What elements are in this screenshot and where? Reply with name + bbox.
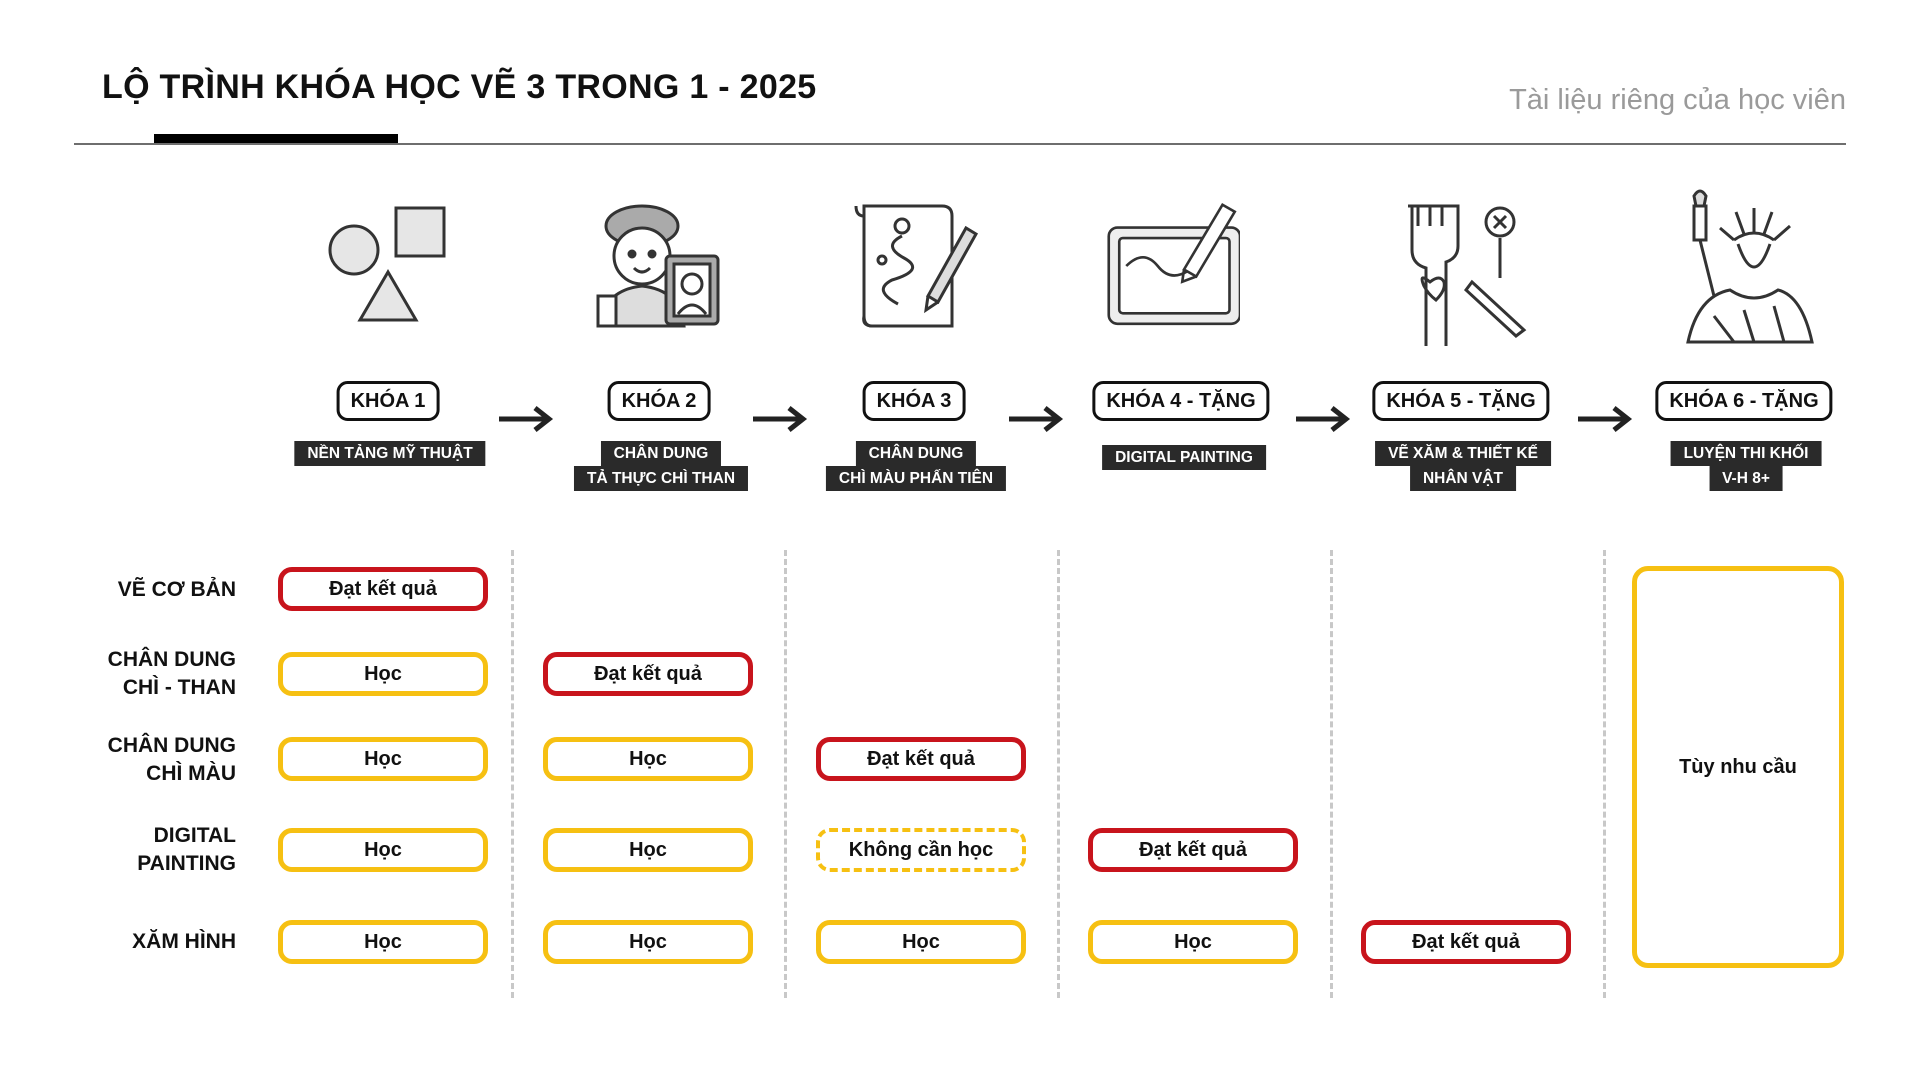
status-pill-learn: Học [543,920,753,964]
custom-needs-box: Tùy nhu cầu [1632,566,1844,968]
row-label-line: CHÌ - THAN [122,676,236,699]
arrow-right-icon [1578,406,1633,432]
course-6-name: KHÓA 6 - TẶNG [1655,381,1833,421]
course-2-name: KHÓA 2 [607,381,711,421]
portrait-artist-icon [590,186,730,346]
status-pill-learn: Học [278,737,488,781]
column-divider [511,550,514,998]
course-1-desc: NỀN TẢNG MỸ THUẬT [294,441,486,466]
status-pill-result: Đạt kết quả [1361,920,1571,964]
course-desc-line: CHÂN DUNG [600,441,722,466]
row-label-line: VẼ CƠ BẢN [117,578,236,601]
status-pill-result: Đạt kết quả [816,737,1026,781]
status-pill-result: Đạt kết quả [278,567,488,611]
title-underline-accent [154,134,398,145]
course-3-desc: CHÂN DUNG CHÌ MÀU PHẤN TIÊN [825,441,1007,491]
row-label-color-pencil-portrait: CHÂN DUNG CHÌ MÀU [108,732,236,788]
arrow-right-icon [1009,406,1064,432]
row-label-charcoal-portrait: CHÂN DUNG CHÌ - THAN [108,646,236,702]
course-4-name: KHÓA 4 - TẶNG [1092,381,1270,421]
column-divider [1603,550,1606,998]
status-pill-learn: Học [278,920,488,964]
course-6-desc: LUYỆN THI KHỐI V-H 8+ [1670,441,1822,491]
row-label-line: PAINTING [137,852,236,875]
course-desc-line: V-H 8+ [1709,466,1783,491]
course-desc-line: VẼ XĂM & THIẾT KẾ [1375,441,1551,466]
drawing-tablet-icon [1100,186,1242,346]
page-title: LỘ TRÌNH KHÓA HỌC VẼ 3 TRONG 1 - 2025 [102,68,817,106]
status-pill-result: Đạt kết quả [543,652,753,696]
shapes-icon [318,186,458,346]
course-desc-line: NHÂN VẬT [1409,466,1517,491]
status-pill-skip: Không cần học [816,828,1026,872]
course-desc-line: LUYỆN THI KHỐI [1670,441,1822,466]
page-subtitle: Tài liệu riêng của học viên [1509,84,1846,116]
tattoo-arm-icon [1388,186,1528,346]
row-label-line: CHÂN DUNG [107,648,236,671]
row-label-basic: VẼ CƠ BẢN [118,576,236,604]
status-pill-learn: Học [1088,920,1298,964]
course-desc-line: DIGITAL PAINTING [1102,445,1266,470]
column-divider [1330,550,1333,998]
course-4-desc: DIGITAL PAINTING [1102,445,1266,470]
course-5-name: KHÓA 5 - TẶNG [1372,381,1550,421]
status-pill-learn: Học [278,652,488,696]
arrow-right-icon [753,406,808,432]
course-desc-line: CHÌ MÀU PHẤN TIÊN [825,466,1007,491]
status-pill-learn: Học [543,737,753,781]
column-divider [784,550,787,998]
course-desc-line: CHÂN DUNG [855,441,977,466]
course-desc-line: TẢ THỰC CHÌ THAN [573,466,749,491]
course-3-name: KHÓA 3 [862,381,966,421]
course-desc-line: NỀN TẢNG MỸ THUẬT [294,441,486,466]
arrow-right-icon [499,406,554,432]
row-label-digital-painting: DIGITAL PAINTING [137,822,236,878]
row-label-tattoo: XĂM HÌNH [132,928,236,956]
course-1-name: KHÓA 1 [336,381,440,421]
statue-of-liberty-icon [1674,186,1814,346]
sketch-scroll-icon [842,186,982,346]
status-pill-learn: Học [278,828,488,872]
row-label-line: XĂM HÌNH [132,930,236,953]
status-pill-learn: Học [543,828,753,872]
course-5-desc: VẼ XĂM & THIẾT KẾ NHÂN VẬT [1375,441,1551,491]
status-pill-learn: Học [816,920,1026,964]
status-pill-result: Đạt kết quả [1088,828,1298,872]
header-divider [74,143,1846,145]
arrow-right-icon [1296,406,1351,432]
course-2-desc: CHÂN DUNG TẢ THỰC CHÌ THAN [573,441,749,491]
row-label-line: CHÌ MÀU [146,762,236,785]
row-label-line: DIGITAL [153,824,236,847]
column-divider [1057,550,1060,998]
row-label-line: CHÂN DUNG [107,734,236,757]
